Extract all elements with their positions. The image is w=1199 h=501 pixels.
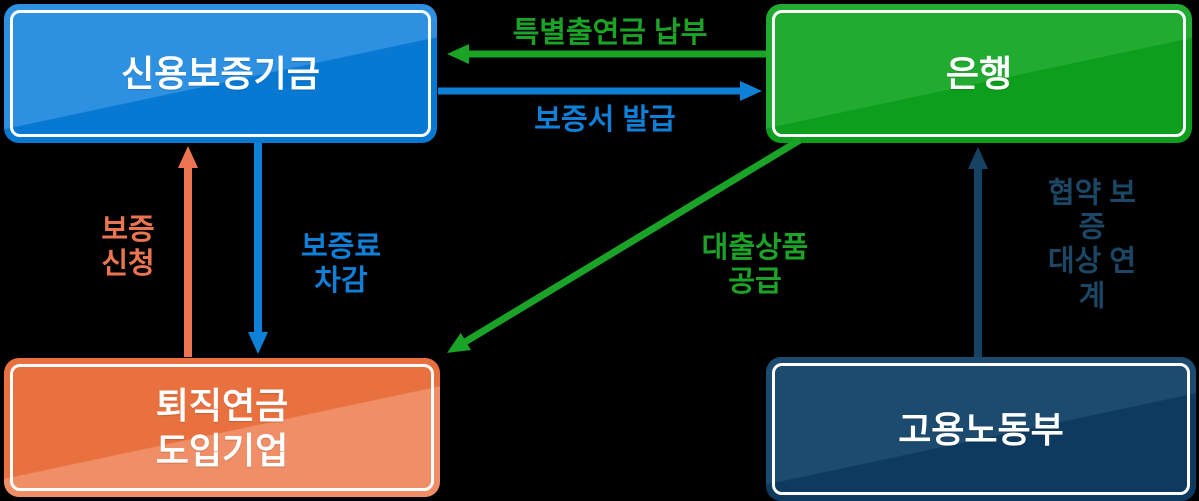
node-ministry-of-employment-labor: 고용노동부 <box>766 357 1196 501</box>
node-retirement-pension-company: 퇴직연금 도입기업 <box>4 358 440 497</box>
edge-label-loan-product-supply: 대출상품 공급 <box>701 231 809 298</box>
node-bank-label: 은행 <box>945 53 1013 94</box>
node-credit-guarantee-fund: 신용보증기금 <box>4 4 437 143</box>
edge-label-special-contribution: 특별출연금 납부 <box>512 16 708 49</box>
node-retirement-pension-company-label: 퇴직연금 도입기업 <box>155 384 289 471</box>
node-ministry-of-employment-labor-label: 고용노동부 <box>898 408 1064 450</box>
edge-label-agreement-guarantee-linkage: 협약 보증 대상 연계 <box>1047 177 1137 313</box>
node-credit-guarantee-fund-label: 신용보증기금 <box>121 53 320 94</box>
edge-label-guarantee-fee-deduction: 보증료 차감 <box>300 230 382 297</box>
edge-label-guarantee-application: 보증 신청 <box>101 213 155 280</box>
node-bank: 은행 <box>766 4 1192 143</box>
edge-label-guarantee-issuance: 보증서 발급 <box>534 103 676 136</box>
